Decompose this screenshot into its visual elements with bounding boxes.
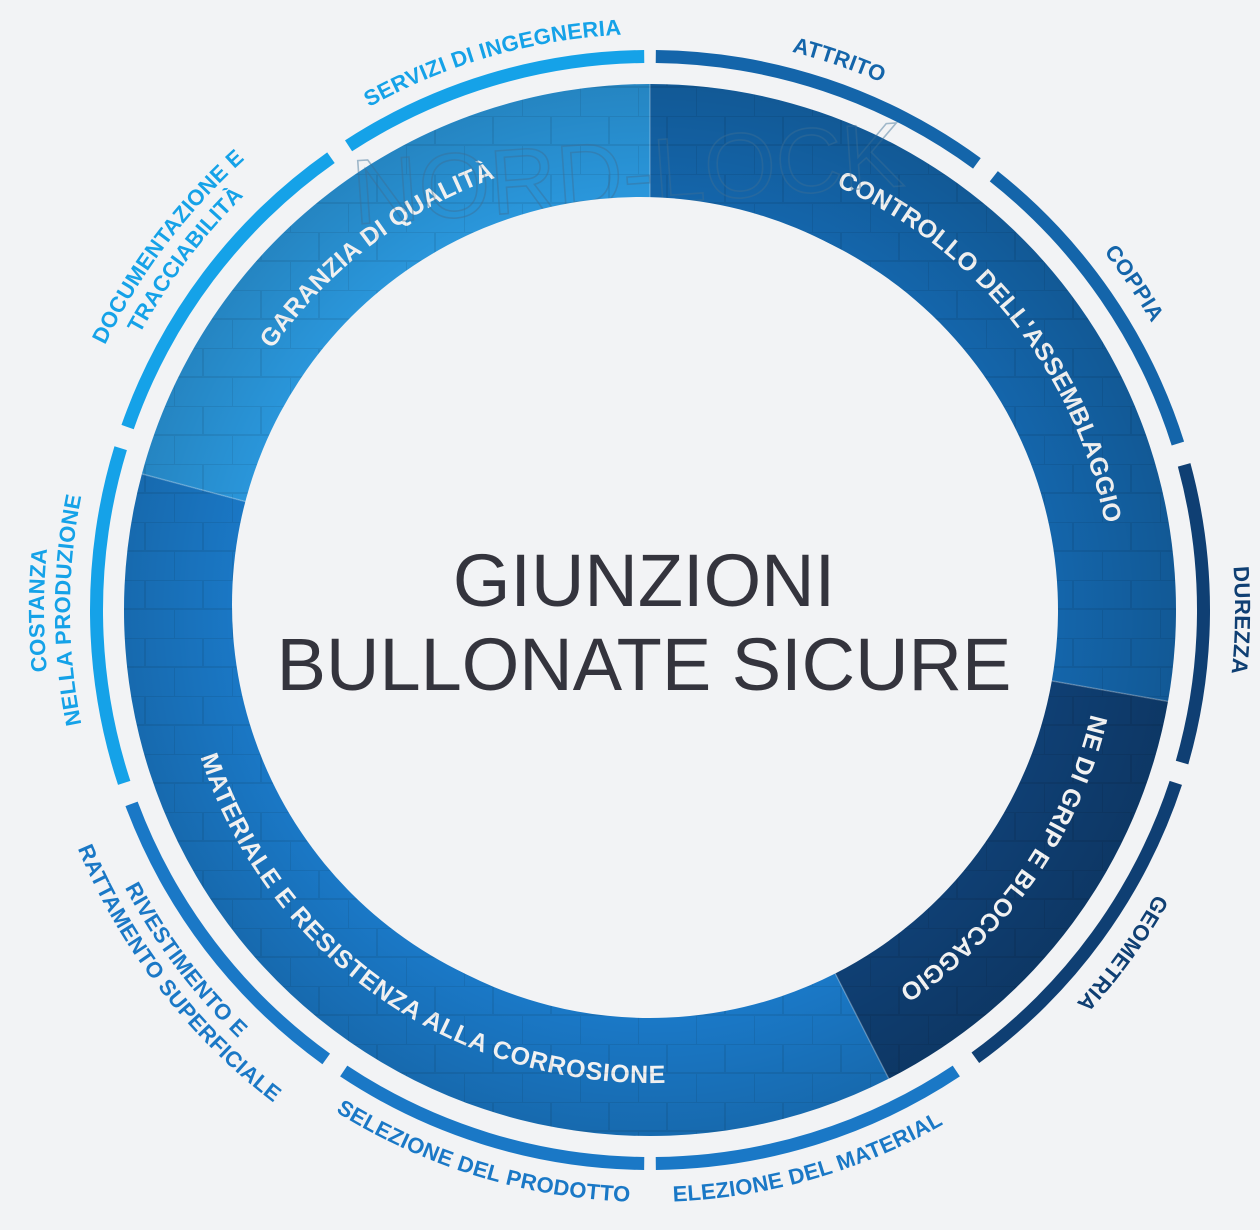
outer-label-costanza-nella-produzione-line2: NELLA PRODUZIONE	[50, 492, 86, 728]
outer-band	[121, 152, 335, 430]
outer-band	[89, 446, 131, 785]
outer-label-costanza-nella-produzione-line1: COSTANZA	[24, 547, 52, 673]
outer-band	[340, 1065, 645, 1170]
outer-band	[1175, 463, 1211, 765]
outer-band	[345, 50, 645, 152]
outer-band	[125, 801, 331, 1065]
outer-band	[971, 780, 1182, 1064]
center-disc	[232, 197, 1048, 1013]
outer-band	[655, 50, 981, 169]
outer-segment-durezza: DUREZZA	[1175, 463, 1255, 765]
center-title-line2: BULLONATE SICURE	[277, 623, 1012, 706]
center-title-line1: GIUNZIONI	[453, 539, 835, 622]
outer-label-durezza: DUREZZA	[1227, 565, 1255, 675]
outer-band	[655, 1065, 960, 1170]
outer-band	[989, 171, 1185, 446]
